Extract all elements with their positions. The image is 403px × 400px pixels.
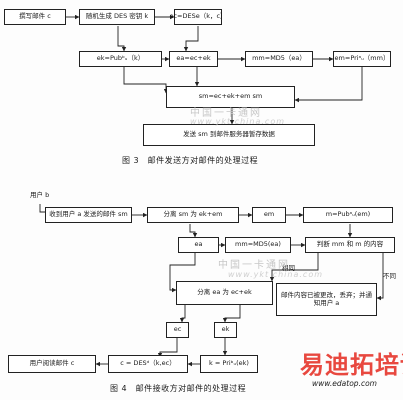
node-c: c = DESᵈ（k,ec）: [108, 355, 188, 373]
node-generate-des-key: 随机生成 DES 密钥 k: [79, 9, 155, 25]
edge-ea-to-split2: [169, 253, 196, 293]
edge-judge-different: [376, 253, 384, 301]
edge-split2-to-ek: [222, 305, 241, 323]
node-judge: 判断 mm 和 m 的内容: [305, 237, 395, 253]
node-ea: ea=ec+ek: [169, 51, 218, 67]
edge-label-different: 不同: [383, 272, 396, 280]
brand-logo-text: 易迪拓培训: [300, 351, 403, 379]
node-send-sm: 发送 sm 到邮件服务器暂存数据: [143, 124, 315, 146]
edge-userb-to-receive: [39, 204, 45, 213]
watermark-url-bottom: www.ykt china.com: [228, 270, 323, 279]
node-mm: mm=MD5(ea): [225, 237, 291, 253]
node-warn-discard: 邮件内容已被更改，丢弃；并通知用户 a: [276, 283, 377, 316]
node-ek: ek=Pubᵇᵤ（k）: [79, 51, 162, 67]
watermark-text-bottom: 中国一卡通网: [218, 260, 290, 271]
edge-judge-same: [269, 253, 319, 282]
node-split-ea: 分离 ea 为 ec+ek: [176, 281, 273, 305]
node-write-mail: 撰写邮件 c: [4, 9, 66, 25]
edge-split1-to-ea: [189, 224, 198, 238]
caption-figure-3: 图 3 邮件发送方对邮件的处理过程: [122, 156, 259, 165]
node-m: m=Pubᵃᵤ(em): [303, 207, 393, 223]
edge-ec-to-ea: [183, 26, 199, 52]
edge-ek-to-sm: [123, 67, 169, 94]
edge-em-to-sm: [294, 67, 363, 103]
node-em: em=Priᵃᵤ（mm）: [333, 51, 391, 67]
brand-url: www.edatop.com: [312, 379, 377, 388]
node-k: k = Priᵇᵤ(ek): [200, 355, 258, 373]
label-user-b: 用户 b: [30, 191, 50, 199]
caption-figure-4: 图 4 邮件接收方对邮件的处理过程: [110, 384, 247, 393]
node-ea: ea: [178, 237, 219, 253]
node-em: em: [252, 207, 286, 223]
watermark-text-top: 中国一卡通网: [190, 108, 262, 119]
node-ec: ec=DESe（k，c）: [169, 9, 227, 25]
node-ek: ek: [214, 322, 237, 338]
watermark-url-top: www.ykt china.com: [190, 117, 285, 126]
node-sm: sm=ec+ek+em sm: [166, 86, 295, 108]
edge-split2-to-ec: [179, 305, 186, 323]
node-ec: ec: [166, 322, 189, 338]
node-split-sm: 分离 sm 为 ek+em: [147, 207, 239, 223]
edge-label-same: 相同: [282, 264, 295, 272]
node-receive-mail: 收到用户 a 发送的邮件 sm: [45, 207, 132, 223]
node-mm: mm=MD5（ea）: [245, 51, 313, 67]
edge-genkey-to-ek: [117, 26, 127, 52]
node-read-mail: 用户阅读邮件 c: [8, 355, 96, 373]
edge-ec-to-c: [157, 338, 178, 358]
